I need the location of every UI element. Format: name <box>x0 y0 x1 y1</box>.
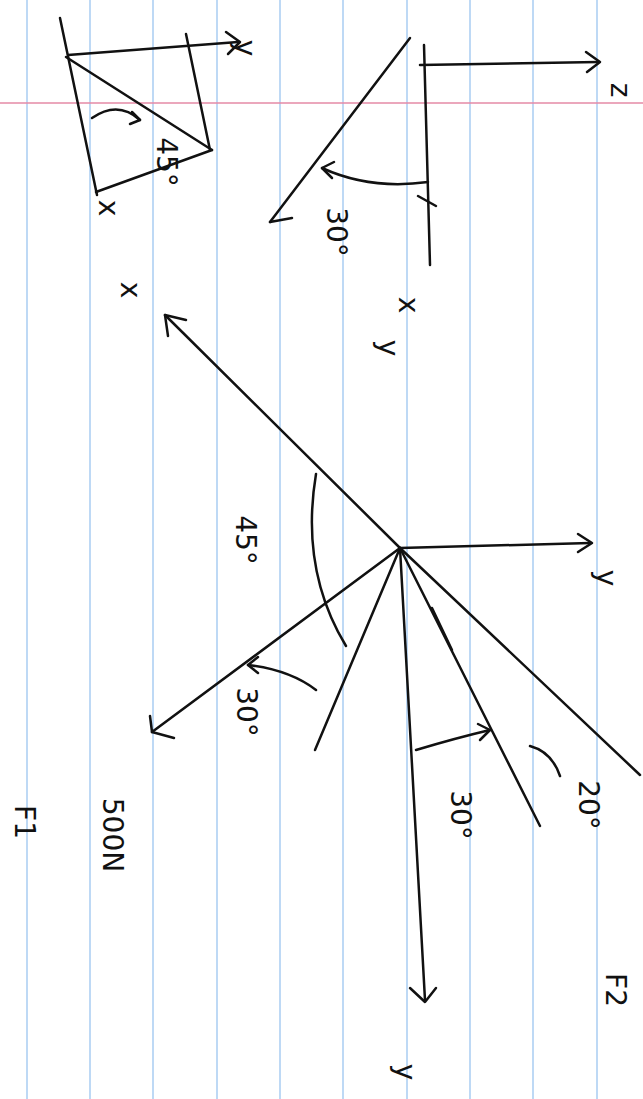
label-text: F2 <box>601 973 629 1007</box>
label-text: x <box>116 282 144 299</box>
label-text: 20° <box>574 780 602 830</box>
label-text: y <box>231 40 259 57</box>
label-text: y <box>592 570 620 587</box>
label-text: x <box>394 297 422 314</box>
label-text: y <box>374 340 402 357</box>
label-text: 45° <box>152 137 180 187</box>
label-text: F1 <box>10 805 38 839</box>
label-text: 500N <box>98 798 126 872</box>
label-text: 30° <box>446 790 474 840</box>
label-text: 30° <box>322 207 350 257</box>
label-text: 30° <box>232 687 260 737</box>
label-text: 45° <box>231 515 259 565</box>
label-text: y <box>391 1064 419 1081</box>
label-text: x <box>94 200 122 217</box>
label-text: z <box>606 83 634 98</box>
